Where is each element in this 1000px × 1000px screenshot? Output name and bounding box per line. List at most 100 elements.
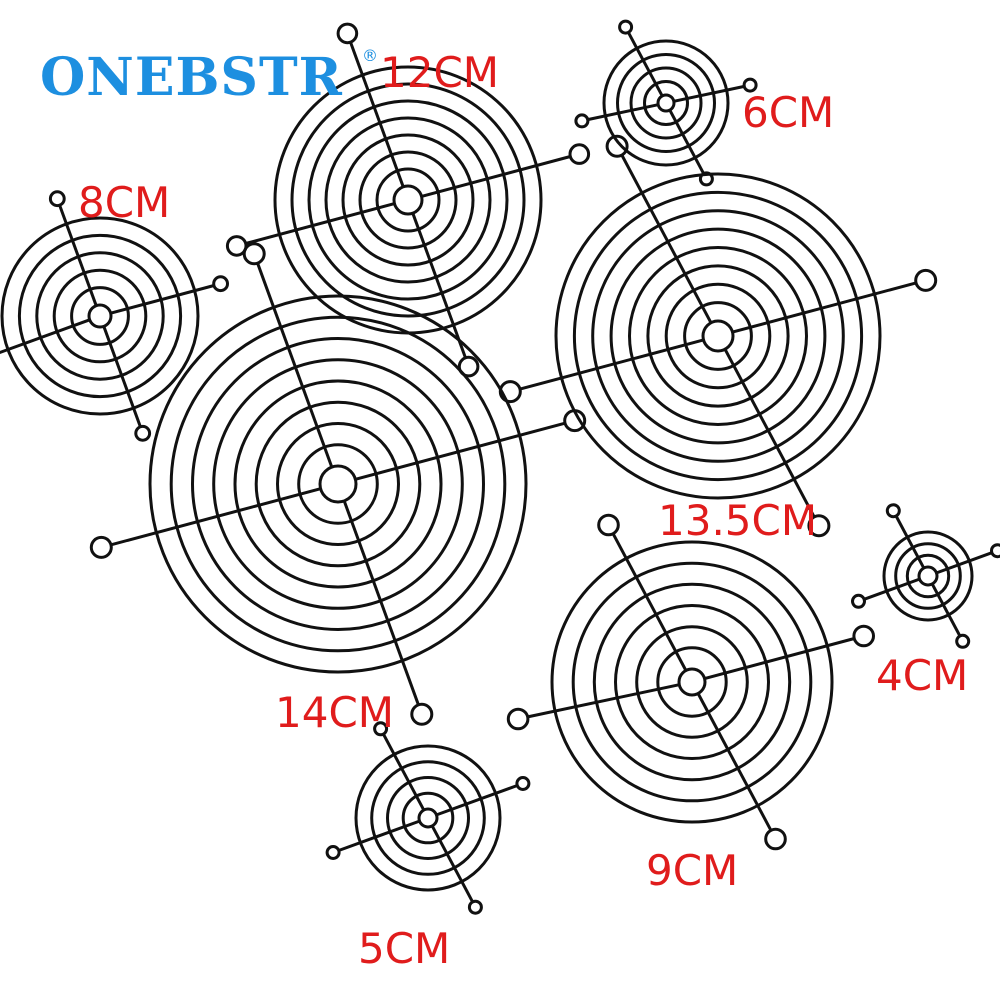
label-14cm: 14CM	[275, 688, 395, 737]
grill-hub	[677, 667, 707, 697]
brand-logo: ONEBSTR	[40, 47, 343, 108]
mounting-loop	[568, 143, 591, 165]
grill-spoke	[587, 103, 659, 122]
mounting-loop	[764, 827, 787, 851]
label-6cm: 6CM	[742, 88, 835, 137]
grill-ring	[212, 358, 464, 610]
grill-spoke	[411, 212, 467, 359]
mounting-loop	[574, 113, 590, 129]
grill-spoke	[863, 577, 921, 601]
label-4cm: 4CM	[876, 651, 969, 700]
fan-grill-8	[0, 190, 230, 442]
fan-grill-14	[89, 242, 587, 726]
label-5cm: 5CM	[358, 924, 451, 973]
fan-grill-5	[325, 721, 531, 915]
grill-spoke	[58, 204, 98, 307]
label-8cm: 8CM	[78, 178, 171, 227]
grill-ring	[233, 379, 443, 589]
grill-ring	[290, 82, 526, 318]
mounting-loop	[990, 543, 1000, 559]
grill-ring	[614, 604, 770, 760]
mounting-loop	[506, 707, 530, 731]
grill-ring	[664, 282, 772, 390]
fan-grill-12	[225, 22, 591, 378]
mounting-loop	[515, 776, 531, 791]
grill-ring	[591, 209, 845, 463]
mounting-loop	[885, 503, 901, 519]
grill-ring	[52, 268, 148, 364]
mounting-loop	[563, 409, 587, 433]
grill-ring	[386, 776, 470, 860]
grill-spoke	[668, 109, 705, 175]
grill-spoke	[696, 692, 773, 832]
grill-hub	[656, 93, 676, 113]
grill-ring	[646, 264, 790, 408]
grill-hub	[417, 807, 439, 829]
mounting-loop	[914, 268, 938, 292]
fan-grill-9	[506, 513, 876, 851]
grill-ring	[254, 400, 422, 568]
grill-spoke	[256, 262, 334, 468]
grill-spoke	[435, 784, 518, 817]
grill-ring	[554, 172, 882, 500]
grill-spoke	[430, 825, 474, 903]
grill-spoke	[527, 683, 680, 719]
grill-spoke	[620, 154, 713, 324]
grill-spoke	[704, 637, 855, 681]
grill-ring	[609, 227, 827, 445]
grill-ring	[656, 646, 728, 718]
grill-ring	[70, 286, 130, 346]
grill-ring	[354, 744, 502, 892]
grill-ring	[643, 80, 689, 126]
mounting-loop	[410, 702, 434, 726]
grill-spoke	[723, 348, 816, 518]
grill-hub	[318, 464, 358, 504]
mounting-loop	[336, 22, 359, 45]
mounting-loop	[618, 19, 634, 35]
grill-ring	[324, 116, 492, 284]
mounting-loop	[457, 355, 480, 378]
grill-ring	[370, 760, 486, 876]
mounting-loop	[325, 845, 341, 860]
grill-hub	[392, 184, 424, 216]
grill-ring	[592, 582, 792, 782]
fan-grill-6	[574, 19, 758, 187]
grill-spoke	[673, 84, 745, 103]
grill-spoke	[421, 155, 571, 198]
fan-grill-135	[498, 134, 938, 538]
grill-ring	[635, 625, 749, 739]
grill-spoke	[110, 284, 215, 315]
mounting-loop	[698, 171, 714, 187]
grill-spoke	[930, 583, 962, 637]
grill-spoke	[349, 41, 405, 188]
grill-ring	[0, 216, 200, 416]
grill-spoke	[894, 515, 926, 569]
grill-ring	[341, 133, 475, 267]
grill-ring	[882, 530, 974, 622]
grill-ring	[148, 294, 528, 674]
grill-ring	[169, 315, 507, 653]
grill-ring	[628, 246, 808, 426]
grill-hub	[917, 565, 939, 587]
grill-hub	[701, 319, 735, 353]
grill-spoke	[627, 31, 664, 97]
grill-ring	[276, 422, 400, 546]
grill-spoke	[732, 281, 917, 334]
grill-ring	[307, 99, 509, 301]
mounting-loop	[467, 899, 483, 915]
grill-ring	[905, 553, 951, 599]
label-9cm: 9CM	[646, 846, 739, 895]
grill-ring	[571, 561, 813, 803]
grill-ring	[35, 251, 165, 381]
grill-spoke	[338, 819, 421, 852]
grill-ring	[550, 540, 834, 824]
mounting-loop	[955, 633, 971, 649]
grill-spoke	[0, 318, 91, 355]
mounting-loop	[852, 624, 876, 648]
fan-grill-4	[851, 503, 1000, 649]
label-13-5cm: 13.5CM	[658, 496, 818, 545]
grill-spoke	[382, 733, 426, 811]
grill-spoke	[611, 532, 688, 672]
